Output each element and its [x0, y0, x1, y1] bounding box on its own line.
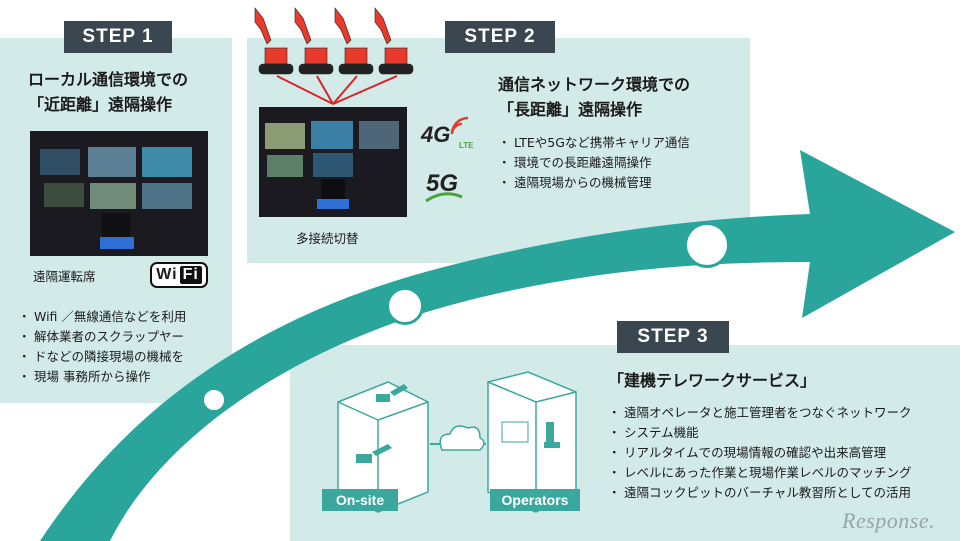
step2-title-line1: 通信ネットワーク環境での: [498, 72, 690, 97]
progress-dot-1: [201, 387, 227, 413]
step1-label: STEP 1: [64, 21, 172, 53]
list-item: リアルタイムでの現場情報の確認や出来高管理: [608, 443, 912, 463]
list-item: 遠隔オペレータと施工管理者をつなぐネットワーク: [608, 403, 912, 423]
list-item: 遠隔コックピットのバーチャル教習所としての活用: [608, 483, 912, 503]
progress-dot-2: [386, 287, 424, 325]
list-item: LTEや5Gなど携帯キャリア通信: [498, 133, 690, 153]
wifi-logo-fi: Fi: [180, 266, 202, 284]
progress-dot-3: [684, 222, 730, 268]
lte-badge: LTE: [459, 141, 474, 150]
step1-bullets: Wifi ／無線通信などを利用 解体業者のスクラップヤー ドなどの隣接現場の機械…: [18, 307, 186, 387]
onsite-label: On-site: [322, 489, 398, 511]
step2-title-line2: 「長距離」遠隔操作: [498, 97, 642, 122]
excavator-icon-3: [335, 8, 373, 74]
step2-cockpit-photo: [259, 107, 407, 217]
list-item: 現場 事務所から操作: [18, 367, 186, 387]
wifi-logo-text: Wi: [156, 266, 177, 284]
operators-label: Operators: [490, 489, 580, 511]
5g-swoosh-icon: [424, 191, 464, 205]
list-item: 遠隔現場からの機械管理: [498, 173, 690, 193]
list-item: システム機能: [608, 423, 912, 443]
step2-photo-caption: 多接続切替: [296, 228, 359, 247]
list-item: ドなどの隣接現場の機械を: [18, 347, 186, 367]
step2-label: STEP 2: [445, 21, 555, 53]
excavator-icon-1: [255, 8, 293, 74]
step3-bullets: 遠隔オペレータと施工管理者をつなぐネットワーク システム機能 リアルタイムでの現…: [608, 403, 912, 503]
step1-photo-caption: 遠隔運転席: [33, 266, 96, 285]
list-item: Wifi ／無線通信などを利用: [18, 307, 186, 327]
list-item: レベルにあった作業と現場作業レベルのマッチング: [608, 463, 912, 483]
step1-cockpit-photo: [30, 131, 208, 256]
excavator-icon-4: [375, 8, 413, 74]
step1-title-line1: ローカル通信環境での: [28, 67, 188, 92]
cloud-icon: [430, 426, 486, 450]
step3-title: 「建機テレワークサービス」: [608, 368, 816, 393]
step1-title-line2: 「近距離」遠隔操作: [28, 92, 172, 117]
excavator-fleet-icon: [247, 0, 427, 110]
step2-bullets: LTEや5Gなど携帯キャリア通信 環境での長距離遠隔操作 遠隔現場からの機械管理: [498, 133, 690, 193]
step3-label: STEP 3: [617, 321, 729, 353]
excavator-icon-2: [295, 8, 333, 74]
4g-badge: 4G: [421, 122, 450, 148]
signal-waves-icon: [448, 114, 478, 138]
response-watermark: Response.: [842, 508, 935, 534]
list-item: 解体業者のスクラップヤー: [18, 327, 186, 347]
list-item: 環境での長距離遠隔操作: [498, 153, 690, 173]
